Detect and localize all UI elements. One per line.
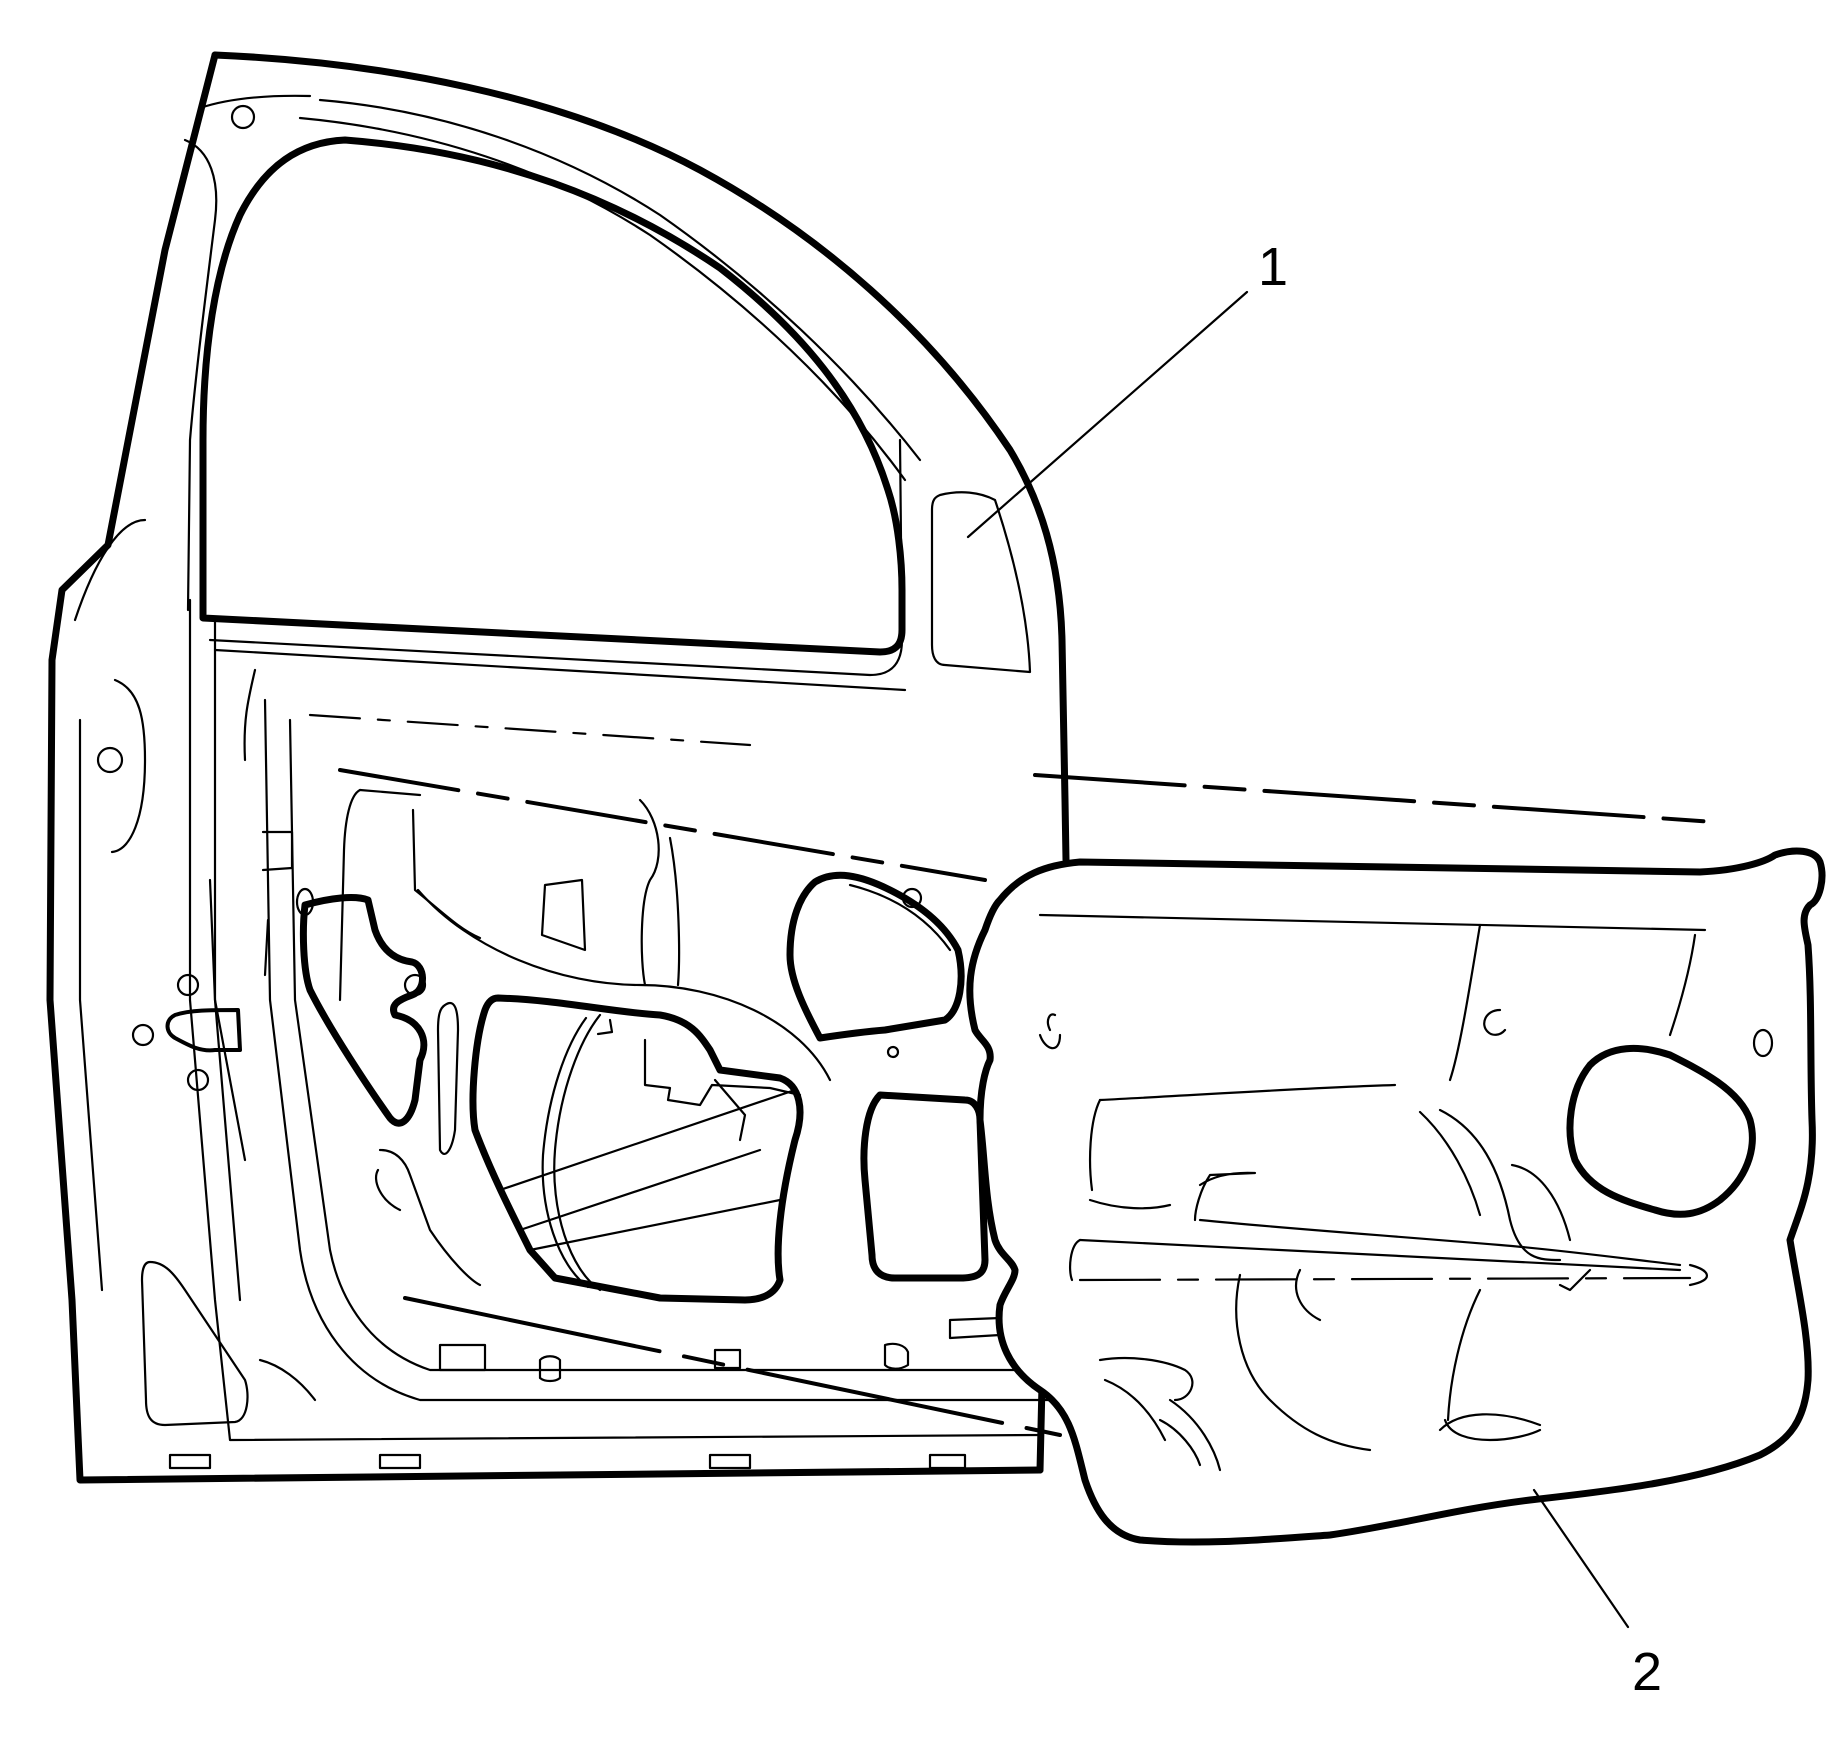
callout-2: 2	[1532, 1488, 1662, 1702]
door-frame	[46, 51, 1717, 1484]
callout-1: 1	[966, 237, 1288, 539]
callout-1-label: 1	[1258, 237, 1288, 297]
callout-2-label: 2	[1632, 1642, 1662, 1702]
water-deflector	[966, 847, 1826, 1546]
